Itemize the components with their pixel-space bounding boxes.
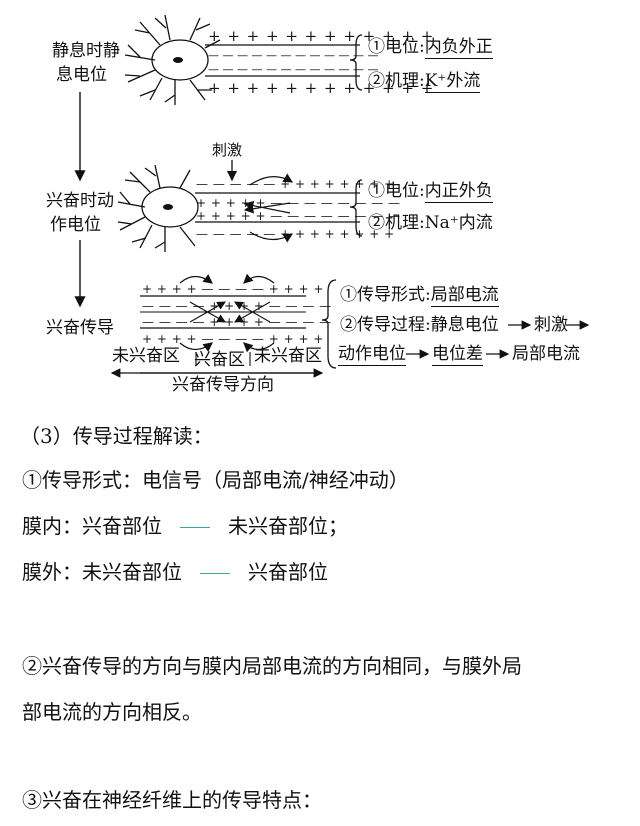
resting-label-line1: 静息时静 (52, 41, 120, 61)
nucleus-resting (173, 57, 183, 63)
direction-label: 兴奋传导方向 (172, 375, 274, 395)
conduction-note3-step3: 局部电流 (512, 344, 580, 364)
resting-inner-bottom: — — — — — — — — — — — — (208, 63, 379, 76)
zone-right: 未兴奋区 (254, 346, 322, 366)
action-label-line2: 作电位 (50, 215, 101, 235)
para2-line1: ②兴奋传导的方向与膜内局部电流的方向相同，与膜外局 (22, 654, 522, 678)
conduction-note3-step1: 动作电位 (338, 344, 406, 366)
resting-outer-top: + + + + + + + + + + + + (208, 27, 435, 45)
action-note1: ①电位:内正外负 (368, 181, 493, 203)
action-outer-bottom: — — — — — + + + + + + + + (196, 227, 395, 241)
stimulus-label: 刺激 (212, 141, 243, 159)
conduction-note3-step2: 电位差 (432, 344, 483, 366)
diagram-graphics (74, 14, 590, 378)
action-inner-top: + + + + + — — — — — — — — (196, 196, 401, 210)
text-line2: 膜内：兴奋部位未兴奋部位； (22, 514, 348, 538)
conduction-row4: + + + + — — — — + + + + (142, 332, 324, 346)
para3: ③兴奋在神经纤维上的传导特点： (22, 788, 322, 812)
conduction-note1: ①传导形式:局部电流 (340, 285, 499, 307)
action-label-line1: 兴奋时动 (46, 191, 114, 211)
action-inner-bottom: + + + + + — — — — — — — — (196, 209, 401, 223)
conduction-label: 兴奋传导 (46, 318, 114, 338)
resting-note2: ②机理:K⁺外流 (368, 71, 481, 93)
zone-mid: 兴奋区 (194, 350, 245, 370)
resting-outer-bottom: + + + + + + + + + + + + (208, 79, 435, 97)
para2-line2: 部电流的方向相反。 (22, 700, 202, 724)
zone-left: 未兴奋区 (112, 346, 180, 366)
line2-arrow (180, 527, 210, 528)
resting-inner-top: — — — — — — — — — — — — (208, 49, 379, 62)
nucleus-action (163, 204, 173, 210)
action-outer-top: — — — — — + + + + + + + + (196, 177, 395, 191)
neuron-action (117, 164, 199, 252)
text-line3: 膜外：未兴奋部位兴奋部位 (22, 560, 328, 584)
conduction-note2: ②传导过程:静息电位 (340, 315, 499, 335)
line3-arrow (200, 573, 230, 574)
section-heading: （3）传导过程解读： (20, 424, 213, 448)
resting-label-line2: 息电位 (56, 65, 107, 85)
resting-note1: ①电位:内负外正 (368, 37, 493, 59)
conduction-note2-step2: 刺激 (534, 315, 568, 335)
action-note2: ②机理:Na⁺内流 (368, 213, 493, 233)
conduction-row2: — — — — + + + + — — — — (142, 299, 332, 313)
conduction-row1: + + + + — — — — + + + + (142, 282, 324, 296)
neuron-resting (124, 14, 221, 105)
conduction-row3: — — — — + + + + — — — — (142, 315, 332, 329)
text-line1: ①传导形式：电信号（局部电流/神经冲动） (22, 468, 409, 492)
